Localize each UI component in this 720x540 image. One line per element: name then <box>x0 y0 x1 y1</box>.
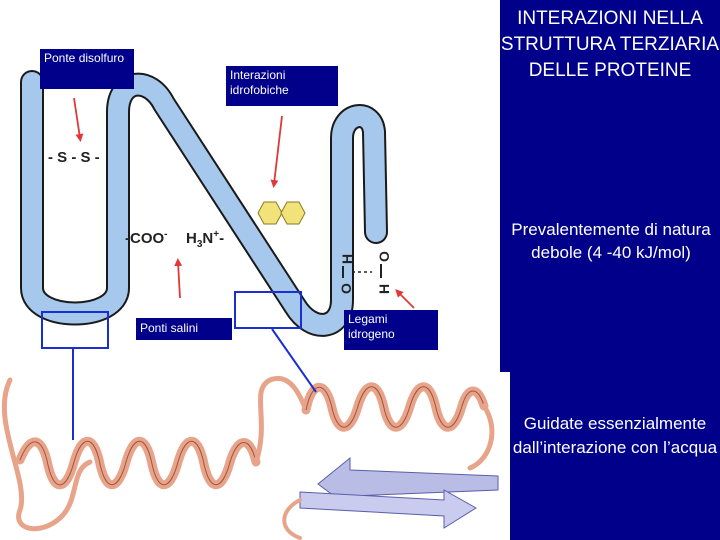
hydrophobic-ring-1 <box>257 201 283 225</box>
ammonium-group: H3N+- <box>186 229 224 250</box>
carboxylate-group: -COO- <box>125 229 168 247</box>
polypeptide-tube-outline <box>20 70 388 337</box>
hbond-h-bottom: H <box>376 284 392 294</box>
salt-bridge-arrow <box>174 258 183 299</box>
title-panel <box>500 0 720 150</box>
guided-panel <box>510 372 720 540</box>
alpha-helix-upper-shade <box>305 386 485 428</box>
protein-chain-diagram: - S - S - -COO- H3N+- H O O H <box>20 70 415 337</box>
beta-strand-2 <box>299 489 477 529</box>
hbond-atoms: H O O H <box>338 251 392 294</box>
hydrophobic-ring-2 <box>280 201 306 225</box>
alpha-helix-long-shade <box>19 440 257 486</box>
protein-ribbon-image <box>1 375 499 540</box>
hbond-h-top: H <box>339 254 355 264</box>
hydrophobic-arrow <box>270 115 283 188</box>
disulfide-chem: - S - S - <box>48 149 100 166</box>
hbond-o-bottom: O <box>338 283 354 294</box>
slide-title: INTERAZIONI NELLA STRUTTURA TERZIARIA DE… <box>500 8 720 81</box>
hbond-o-top: O <box>376 251 392 262</box>
alpha-helix-long <box>15 436 261 490</box>
alpha-helix-upper <box>301 382 489 432</box>
label-hydrogen-bonds: Legami idrogeno <box>344 310 438 350</box>
ribbon-connector <box>253 375 309 465</box>
guided-text: Guidate essenzialmente dall’interazione … <box>512 414 718 457</box>
ribbon-loop <box>1 377 93 532</box>
label-hydrophobic: Interazioni idrofobiche <box>226 66 338 106</box>
highlight-box-right <box>234 291 302 329</box>
highlight-box-left <box>41 311 109 349</box>
disulfide-arrow <box>73 97 84 142</box>
label-disulfide-bridge: Ponte disolfuro <box>40 49 134 89</box>
label-salt-bridges: Ponti salini <box>136 318 232 340</box>
hbond-arrow <box>395 289 415 309</box>
ribbon-lower-loop <box>282 498 302 540</box>
slide-subtitle: Prevalentemente di natura debole (4 -40 … <box>511 220 711 262</box>
subtitle-panel <box>500 150 720 372</box>
ribbon-tail <box>467 403 495 471</box>
polypeptide-tube <box>22 72 386 335</box>
